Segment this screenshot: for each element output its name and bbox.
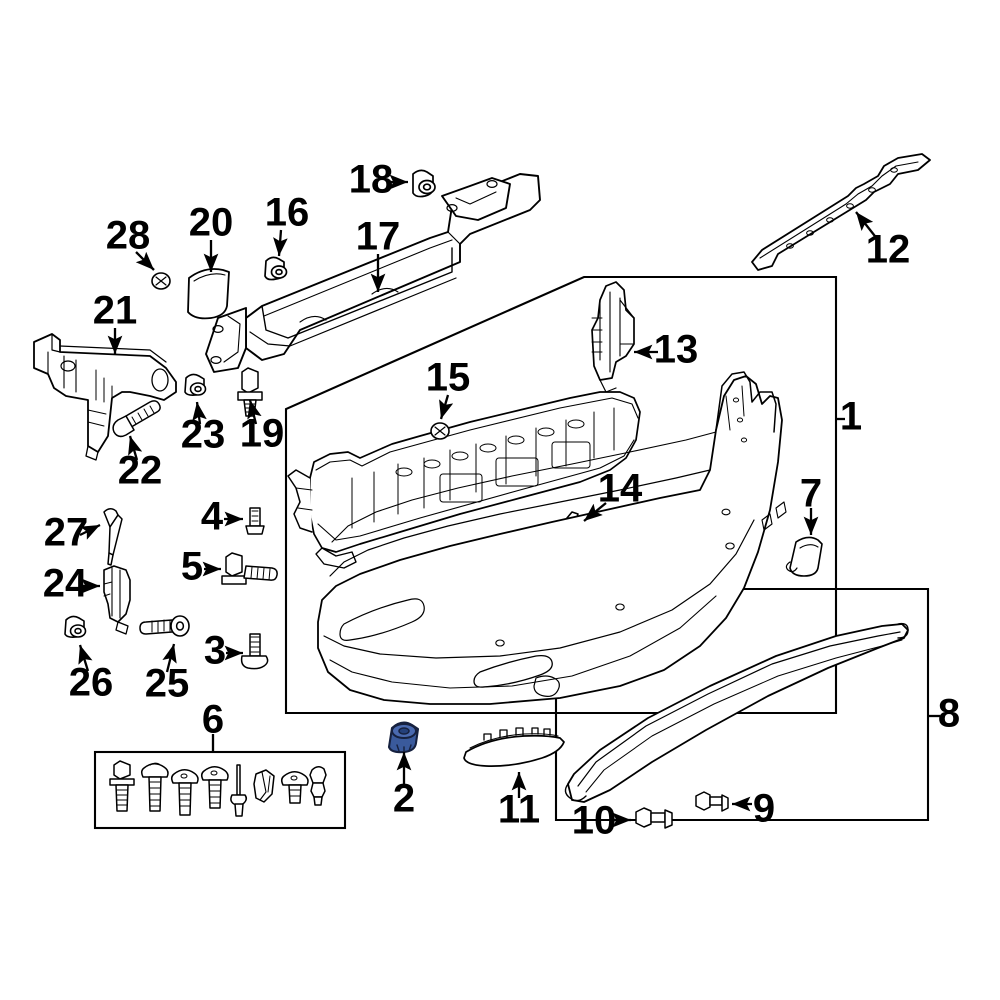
leader-15 — [439, 394, 454, 420]
leader-lines — [78, 174, 940, 828]
callout-number-26[interactable]: 26 — [69, 661, 114, 705]
callout-number-13[interactable]: 13 — [654, 328, 699, 372]
part-hex-flange-bolt — [237, 367, 263, 417]
part-tow-eye-cover — [785, 536, 823, 577]
part-retainer-screw — [139, 615, 190, 637]
callout-number-17[interactable]: 17 — [356, 215, 401, 259]
callout-number-15[interactable]: 15 — [426, 356, 471, 400]
callout-number-18[interactable]: 18 — [349, 158, 394, 202]
part-bumper-reflector-trim — [463, 727, 565, 767]
callout-number-1[interactable]: 1 — [840, 395, 862, 439]
part-side-retainer-clip — [103, 565, 131, 635]
part-impact-bar-grommet — [264, 256, 288, 281]
callout-number-7[interactable]: 7 — [800, 472, 822, 516]
callout-number-8[interactable]: 8 — [938, 692, 960, 736]
leader-22 — [128, 435, 143, 461]
part-cover-plate-screw — [151, 272, 171, 290]
part-access-cover-plate — [187, 268, 230, 320]
callout-number-22[interactable]: 22 — [118, 449, 163, 493]
part-spacer-grommet — [64, 615, 87, 638]
part-side-molding-strip — [751, 153, 931, 271]
callout-number-24[interactable]: 24 — [43, 562, 88, 606]
group-box-6 — [93, 750, 347, 830]
hardware-kit-items — [109, 760, 327, 817]
callout-number-23[interactable]: 23 — [181, 413, 226, 457]
callout-number-4[interactable]: 4 — [201, 495, 224, 539]
leader-25 — [162, 643, 177, 673]
leader-28 — [135, 251, 155, 271]
leader-26 — [78, 644, 93, 672]
callout-number-16[interactable]: 16 — [265, 191, 310, 235]
callout-number-27[interactable]: 27 — [44, 511, 89, 555]
callout-labels: 1234567891011121314151617181920212223242… — [43, 158, 960, 843]
part-energy-absorber — [287, 391, 641, 569]
callout-number-21[interactable]: 21 — [93, 289, 138, 333]
part-spoiler-clip-large — [635, 807, 673, 829]
callout-number-12[interactable]: 12 — [866, 228, 911, 272]
part-bumper-side-bracket — [591, 281, 635, 393]
part-bracket-push-nut — [184, 373, 207, 396]
part-long-pin-rod — [103, 508, 123, 566]
callout-number-3[interactable]: 3 — [204, 629, 226, 673]
part-rear-bumper-cover — [317, 371, 787, 705]
part-tapping-screw — [240, 633, 269, 670]
leader-27 — [79, 523, 101, 540]
part-push-nut-clip — [430, 422, 450, 440]
leader-16 — [273, 229, 288, 257]
callout-number-28[interactable]: 28 — [106, 214, 151, 258]
part-bumper-impact-bar — [205, 173, 541, 373]
leader-12 — [855, 211, 879, 241]
callout-number-10[interactable]: 10 — [572, 799, 617, 843]
part-spoiler-clip-small — [695, 791, 729, 812]
callout-number-6[interactable]: 6 — [202, 698, 224, 742]
leader-19 — [247, 399, 262, 425]
callout-number-11[interactable]: 11 — [498, 788, 540, 832]
callout-number-5[interactable]: 5 — [181, 545, 203, 589]
part-impact-bar-bushing — [412, 169, 436, 198]
part-bracket-tapping-screw — [112, 400, 161, 438]
callout-number-9[interactable]: 9 — [753, 787, 775, 831]
part-flange-bolt — [221, 552, 278, 585]
leader-23 — [192, 401, 207, 425]
part-bumper-side-guide-bracket — [33, 333, 177, 461]
group-box-1 — [284, 275, 838, 715]
part-bumper-cover-grommet[interactable] — [387, 721, 420, 754]
callout-number-14[interactable]: 14 — [598, 467, 643, 511]
callout-number-19[interactable]: 19 — [240, 412, 285, 456]
part-rear-spoiler — [564, 622, 909, 803]
leader-14 — [583, 502, 607, 522]
callout-number-20[interactable]: 20 — [189, 201, 234, 245]
callout-number-25[interactable]: 25 — [145, 662, 190, 706]
part-rivet-pin — [245, 507, 265, 535]
callout-number-2[interactable]: 2 — [393, 777, 415, 821]
